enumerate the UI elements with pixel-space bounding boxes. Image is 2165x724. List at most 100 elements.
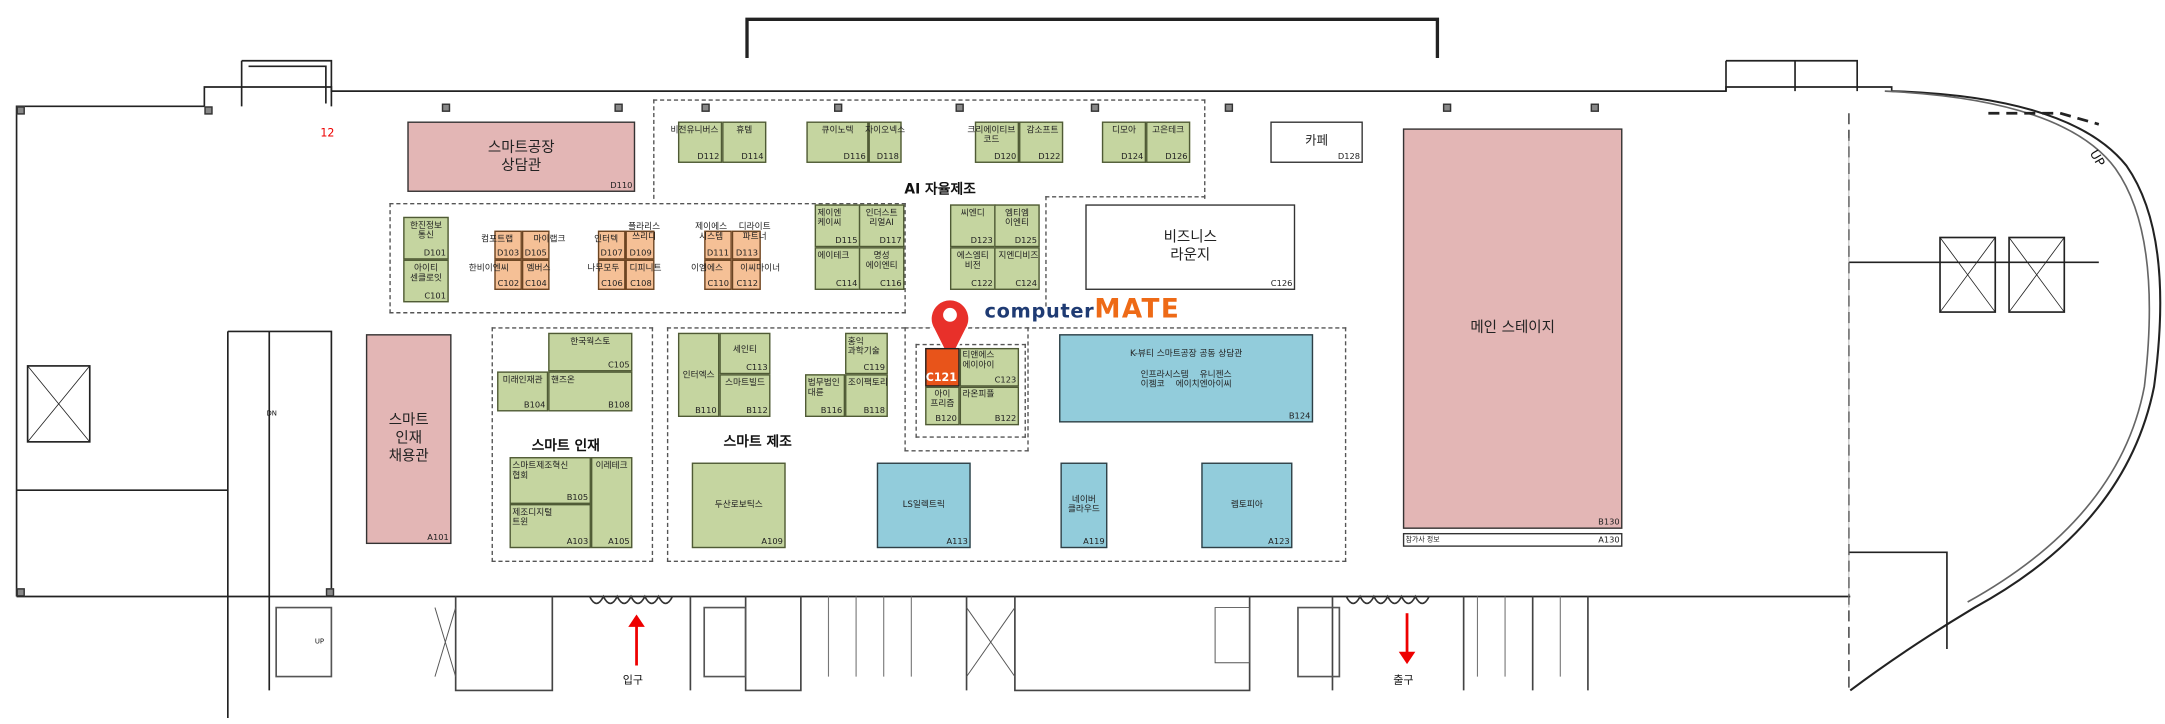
booth-A103[interactable]: 제조디지털 트윈 A103 (509, 503, 591, 549)
booth-code: D118 (876, 151, 899, 162)
booth-code: A103 (566, 537, 589, 547)
stair-dn-label: DN (266, 410, 277, 419)
booth-code: D101 (423, 248, 446, 259)
booth-D128-cafe[interactable]: 카페 D128 (1270, 121, 1363, 163)
booth-code: D112 (697, 151, 720, 162)
zone-ai-left (389, 202, 906, 314)
booth-B124-k-beauty[interactable]: K-뷰티 스마트공장 공동 상담관 인프라시스템 유니젠스 이젬코 에이치엔아이… (1059, 334, 1314, 423)
booth-name: 카페 (1305, 134, 1329, 149)
booth-name: 지엔디비즈 (998, 251, 1039, 261)
booth-name: 이레테크 (595, 461, 628, 471)
booth-code: D115 (835, 236, 858, 246)
booth-name: 자이오넥스 (865, 125, 906, 136)
booth-code: A101 (427, 532, 449, 543)
booth-code: D117 (879, 236, 902, 246)
zone-talent (491, 327, 654, 562)
entrance-label[interactable]: 입구 (622, 673, 644, 687)
booth-code: D126 (1165, 151, 1188, 162)
booth-name: 티앤에스 에이아이 (962, 350, 995, 371)
booth-name: 인터텍 (594, 234, 619, 245)
booth-name: 큐이노텍 (821, 125, 854, 136)
booth-name: 컴포트랩 (481, 234, 514, 245)
booth-name: 한국웍스토 (570, 336, 611, 347)
booth-D118[interactable]: 자이오넥스 D118 (865, 121, 905, 163)
booth-name: 디라이트 파트너 (738, 222, 771, 243)
booth-code: C114 (835, 278, 858, 289)
booth-name: 에스엠티 비전 (956, 251, 989, 272)
booth-code: C116 (880, 278, 902, 289)
booth-code: C101 (424, 291, 446, 302)
floor-marker: 12 (320, 127, 335, 140)
booth-code: B124 (1288, 411, 1311, 422)
exit-label[interactable]: 출구 (1393, 673, 1414, 687)
booth-name: LS일렉트릭 (902, 500, 945, 510)
entrance-arrow-icon (628, 614, 645, 666)
map-pin-icon (929, 298, 971, 365)
booth-code: B118 (863, 405, 886, 416)
booth-name: 라온피플 (962, 389, 995, 400)
stage-bracket (745, 17, 1440, 58)
booth-name: 엠티엠 이엔티 (1004, 208, 1029, 229)
booth-name: 한비이엔씨 (468, 263, 509, 274)
booth-C121-highlighted[interactable]: C121 (925, 347, 960, 387)
booth-name: 제조디지털 트윈 (512, 508, 553, 529)
booth-code: D128 (1337, 151, 1361, 162)
booth-name: 인터엑스 (682, 369, 715, 380)
booth-code: B120 (935, 414, 957, 424)
